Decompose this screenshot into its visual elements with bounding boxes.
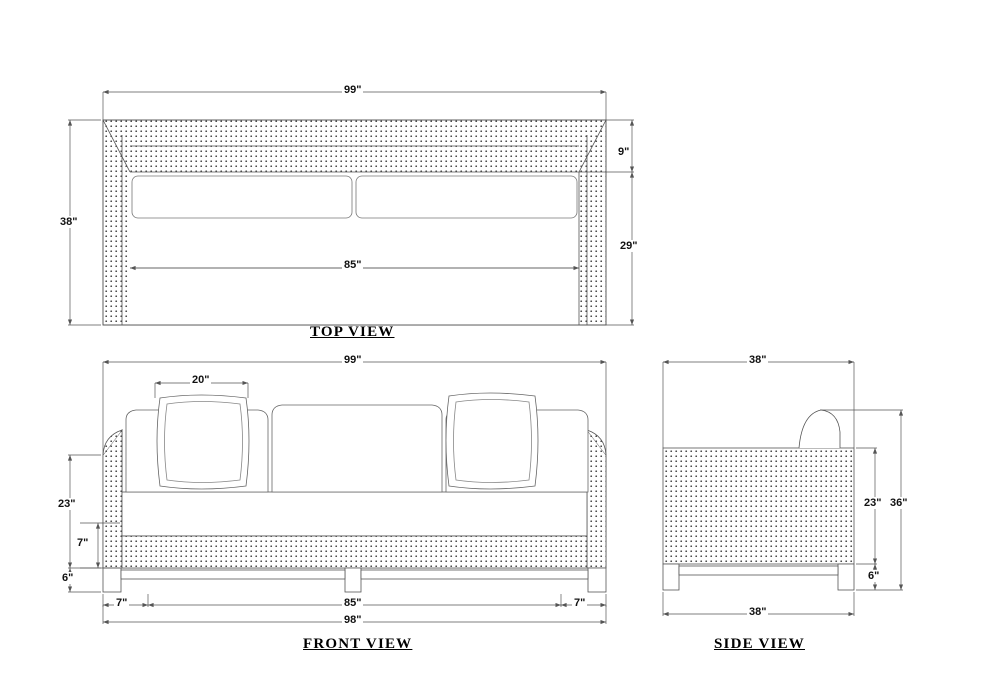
dim-front-seat-height: 7" xyxy=(75,537,91,549)
dim-top-inner-width: 85" xyxy=(342,259,364,271)
front-view-label: FRONT VIEW xyxy=(303,636,413,652)
dim-top-overall-width: 99" xyxy=(342,84,364,96)
dim-front-base-width: 98" xyxy=(342,614,364,626)
side-view-label: SIDE VIEW xyxy=(714,636,805,652)
dim-top-overall-depth: 38" xyxy=(58,216,80,228)
dim-front-leg-height: 6" xyxy=(60,572,76,584)
dim-top-back-depth: 9" xyxy=(616,146,632,158)
dim-top-inner-depth: 29" xyxy=(618,240,640,252)
dim-front-left-arm-width: 7" xyxy=(114,597,130,609)
dim-front-pillow-width: 20" xyxy=(190,374,212,386)
dim-side-overall-height: 36" xyxy=(888,497,910,509)
dim-front-overall-width: 99" xyxy=(342,354,364,366)
side-view-geometry xyxy=(662,409,855,591)
dim-side-leg-height: 6" xyxy=(866,570,882,582)
front-view-geometry xyxy=(102,392,607,593)
top-view-label: TOP VIEW xyxy=(310,324,395,340)
dim-front-seat-width: 85" xyxy=(342,597,364,609)
dim-side-bottom-depth: 38" xyxy=(747,606,769,618)
dim-side-body-height: 23" xyxy=(862,497,884,509)
top-view-geometry xyxy=(102,119,607,326)
dim-front-seat-back-height: 23" xyxy=(56,498,78,510)
dim-front-right-arm-width: 7" xyxy=(572,597,588,609)
dim-side-top-depth: 38" xyxy=(747,354,769,366)
